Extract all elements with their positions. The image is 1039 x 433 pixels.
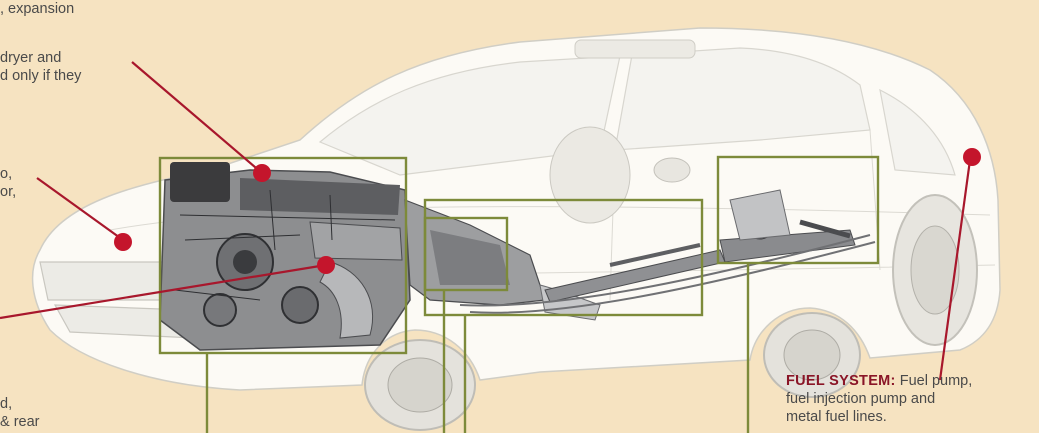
callout-box-engine [158, 156, 408, 355]
callout-stems [205, 263, 750, 433]
fuel-system-heading: FUEL SYSTEM: [786, 373, 896, 389]
sunroof [574, 39, 696, 59]
markers [114, 148, 981, 274]
fuel-system-line-3: metal fuel lines. [786, 409, 887, 425]
side-mirror [653, 157, 691, 183]
note-line-2: dryer and [0, 50, 62, 66]
engine-block [159, 162, 411, 351]
note-line-4: o, [0, 166, 13, 182]
callout-box-rear-axle [716, 155, 880, 265]
note-line-6: d, [0, 396, 13, 412]
fuel-lines [459, 234, 876, 314]
marker-ac-system [253, 164, 271, 182]
marker-cooling-system [114, 233, 132, 251]
note-line-7: & rear [0, 414, 40, 430]
callout-box-transfer [423, 216, 509, 292]
fuel-system-note: FUEL SYSTEM: Fuel pump, fuel injection p… [786, 372, 972, 426]
car-windows [318, 47, 956, 176]
leader-lines [0, 61, 972, 381]
wheels [364, 126, 978, 431]
marker-fuel-system [963, 148, 981, 166]
note-line-3: d only if they [0, 68, 82, 84]
note-line-1: , expansion [0, 1, 75, 17]
callout-boxes [158, 155, 880, 355]
note-line-5: or, [0, 184, 17, 200]
marker-engine [317, 256, 335, 274]
fuel-system-line-2: fuel injection pump and [786, 391, 936, 407]
rear-axle [719, 189, 856, 263]
fuel-system-line-1: Fuel pump, [895, 373, 973, 389]
